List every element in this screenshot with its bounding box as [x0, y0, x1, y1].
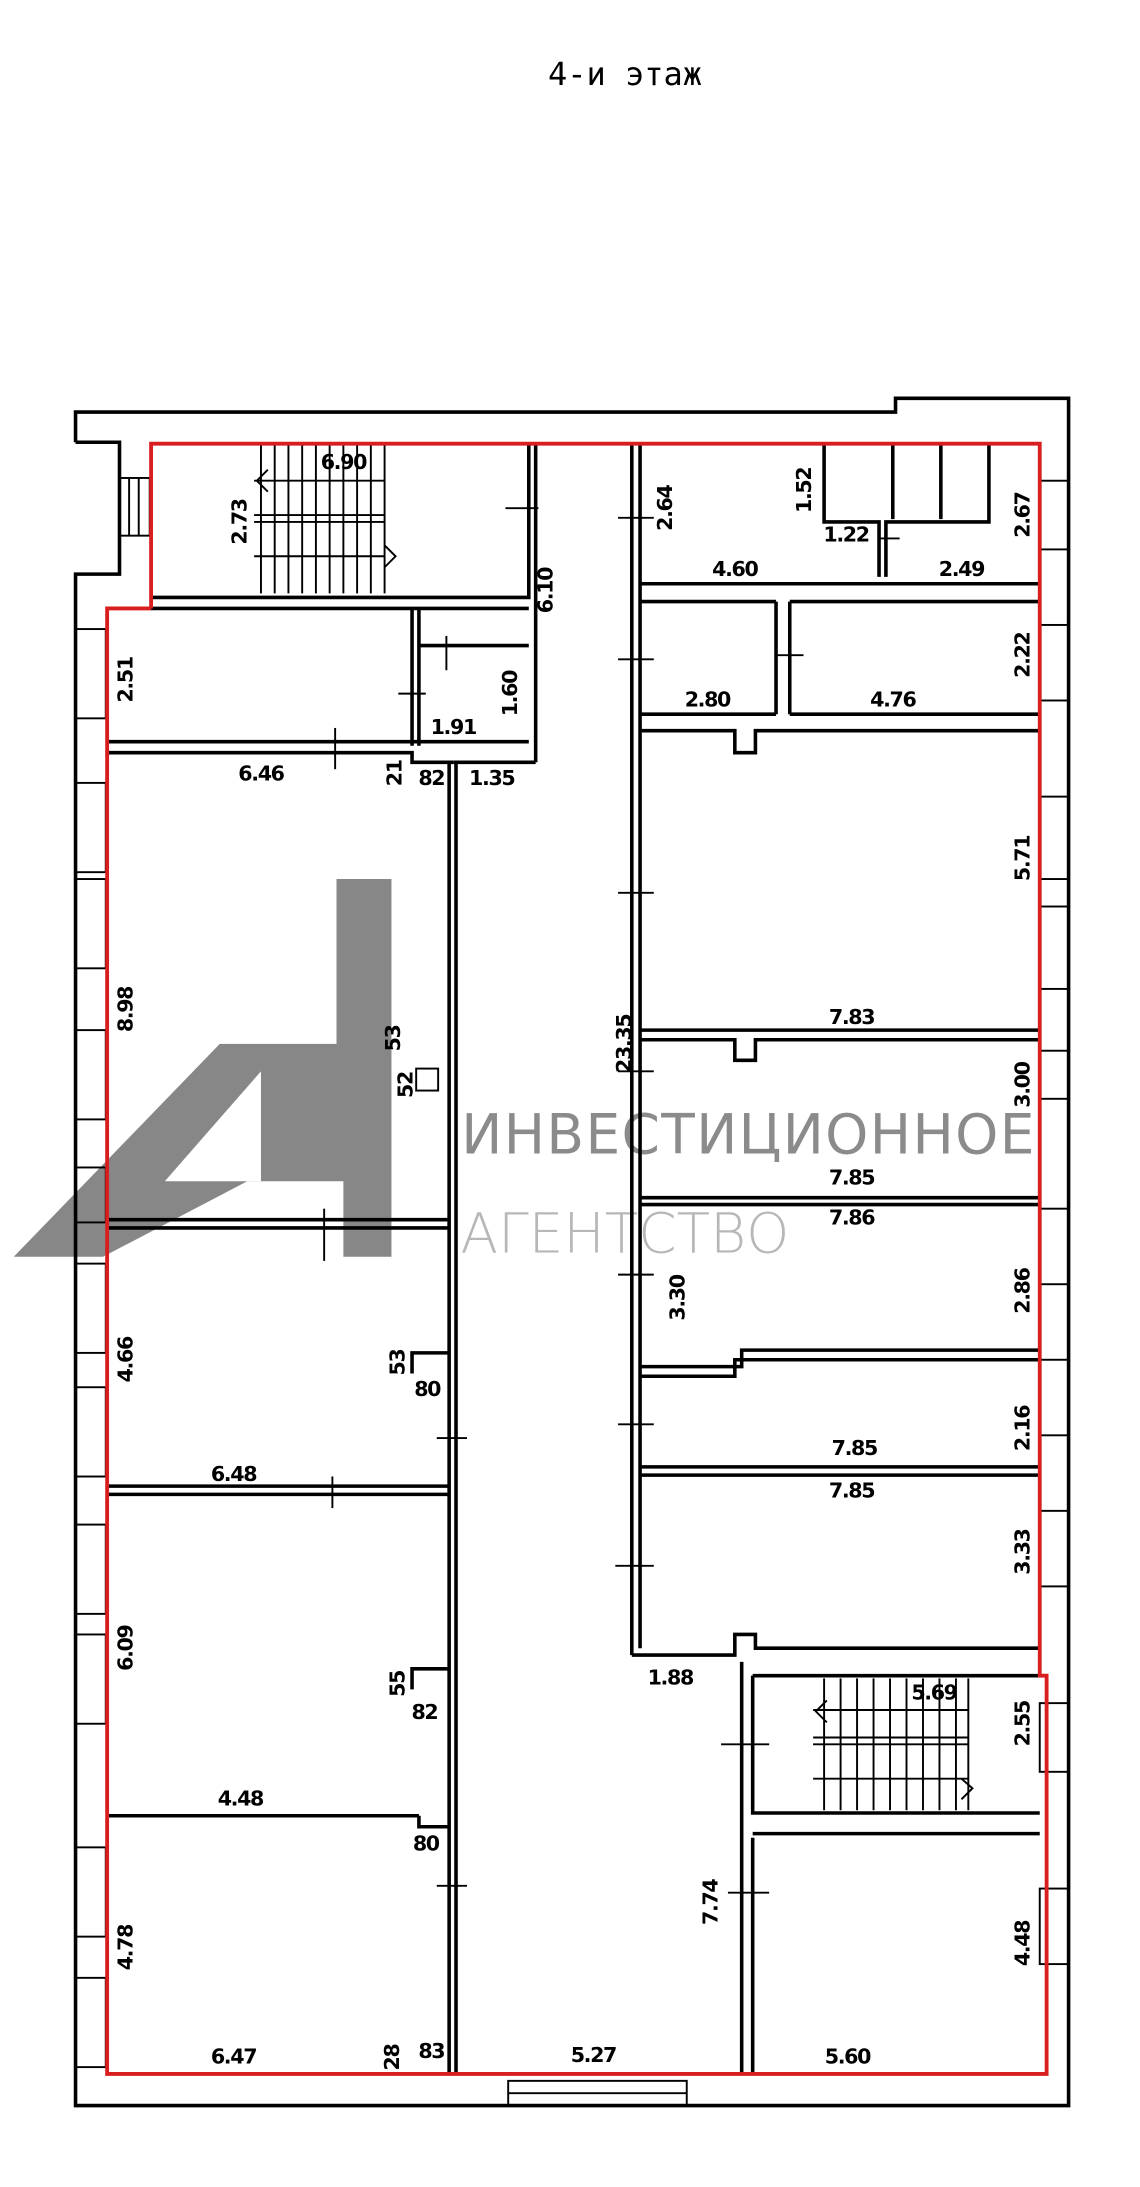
dimension-label: 55 — [385, 1671, 409, 1697]
dimension-label: 3.33 — [1010, 1529, 1034, 1574]
dimension-label: 4.76 — [870, 687, 916, 711]
dimension-label: 4.60 — [712, 557, 758, 581]
dimension-label: 2.64 — [653, 484, 677, 530]
dimension-label: 82 — [418, 766, 444, 790]
dimension-label: 4.48 — [1010, 1920, 1034, 1966]
dimension-label: 7.74 — [698, 1879, 722, 1925]
dimension-label: 5.71 — [1010, 836, 1034, 881]
dimension-label: 7.85 — [832, 1436, 877, 1460]
staircase-top — [254, 443, 397, 594]
dimension-label: 2.86 — [1010, 1267, 1034, 1313]
dimension-label: 21 — [383, 760, 407, 786]
column-marker — [415, 1067, 440, 1092]
dimension-label: 2.55 — [1010, 1701, 1034, 1746]
dimension-label: 2.67 — [1010, 492, 1034, 537]
watermark-line2: АГЕНТСТВО — [460, 1202, 789, 1266]
dimension-label: 3.30 — [666, 1274, 690, 1320]
dimension-label: 28 — [380, 2044, 404, 2071]
dimension-label: 2.73 — [227, 499, 251, 544]
dimension-label: 23.35 — [612, 1015, 636, 1073]
dimension-label: 6.47 — [211, 2045, 256, 2069]
dimension-label: 53 — [381, 1025, 405, 1051]
dimension-label: 82 — [411, 1700, 437, 1724]
dimension-label: 4.78 — [113, 1924, 137, 1970]
dimension-label: 1.88 — [648, 1665, 694, 1689]
dimension-label: 2.49 — [939, 557, 985, 581]
dimension-label: 5.27 — [571, 2043, 616, 2067]
dimension-label: 6.90 — [321, 450, 367, 474]
dimension-label: 83 — [418, 2039, 444, 2063]
dimension-label: 6.09 — [113, 1625, 137, 1671]
dimension-labels: 6.90 2.73 6.10 2.64 1.52 1.22 2.67 4.60 … — [113, 450, 1034, 2071]
dimension-label: 1.60 — [498, 670, 522, 716]
dimension-label: 1.52 — [792, 468, 816, 513]
dimension-label: 6.10 — [534, 567, 558, 613]
dimension-label: 8.98 — [113, 986, 137, 1032]
dimension-label: 52 — [394, 1072, 418, 1098]
dimension-label: 5.60 — [825, 2045, 871, 2069]
dimension-label: 4.48 — [218, 1786, 264, 1810]
dimension-label: 5.69 — [911, 1681, 957, 1705]
dimension-label: 7.86 — [829, 1205, 875, 1229]
floor-title: 4-и этаж — [548, 55, 702, 93]
dimension-label: 1.91 — [431, 715, 476, 739]
dimension-label: 80 — [413, 1832, 440, 1856]
dimension-label: 2.80 — [685, 687, 731, 711]
dimension-label: 1.22 — [823, 523, 868, 547]
dimension-label: 3.00 — [1010, 1061, 1034, 1107]
dimension-label: 6.46 — [238, 762, 284, 786]
dimension-label: 4.66 — [113, 1336, 137, 1382]
dimension-label: 7.85 — [829, 1165, 874, 1189]
dimension-label: 2.16 — [1010, 1405, 1034, 1451]
dimension-label: 53 — [385, 1350, 409, 1376]
dimension-label: 6.48 — [211, 1462, 257, 1486]
interior-walls — [107, 443, 1040, 2074]
door-markers — [323, 507, 900, 1894]
dimension-label: 7.85 — [829, 1479, 874, 1503]
highlighted-premises-outline — [105, 441, 1049, 2076]
windows — [74, 477, 1070, 2107]
staircase-bottom — [813, 1678, 974, 1811]
dimension-label: 7.83 — [829, 1005, 874, 1029]
dimension-label: 2.22 — [1010, 632, 1034, 677]
dimension-label: 1.35 — [469, 766, 514, 790]
dimension-label: 80 — [414, 1377, 441, 1401]
watermark-logo: ИНВЕСТИЦИОННОЕ АГЕНТСТВО — [13, 879, 1036, 1266]
dimension-label: 2.51 — [113, 657, 137, 702]
watermark-line1: ИНВЕСТИЦИОННОЕ — [461, 1103, 1036, 1167]
